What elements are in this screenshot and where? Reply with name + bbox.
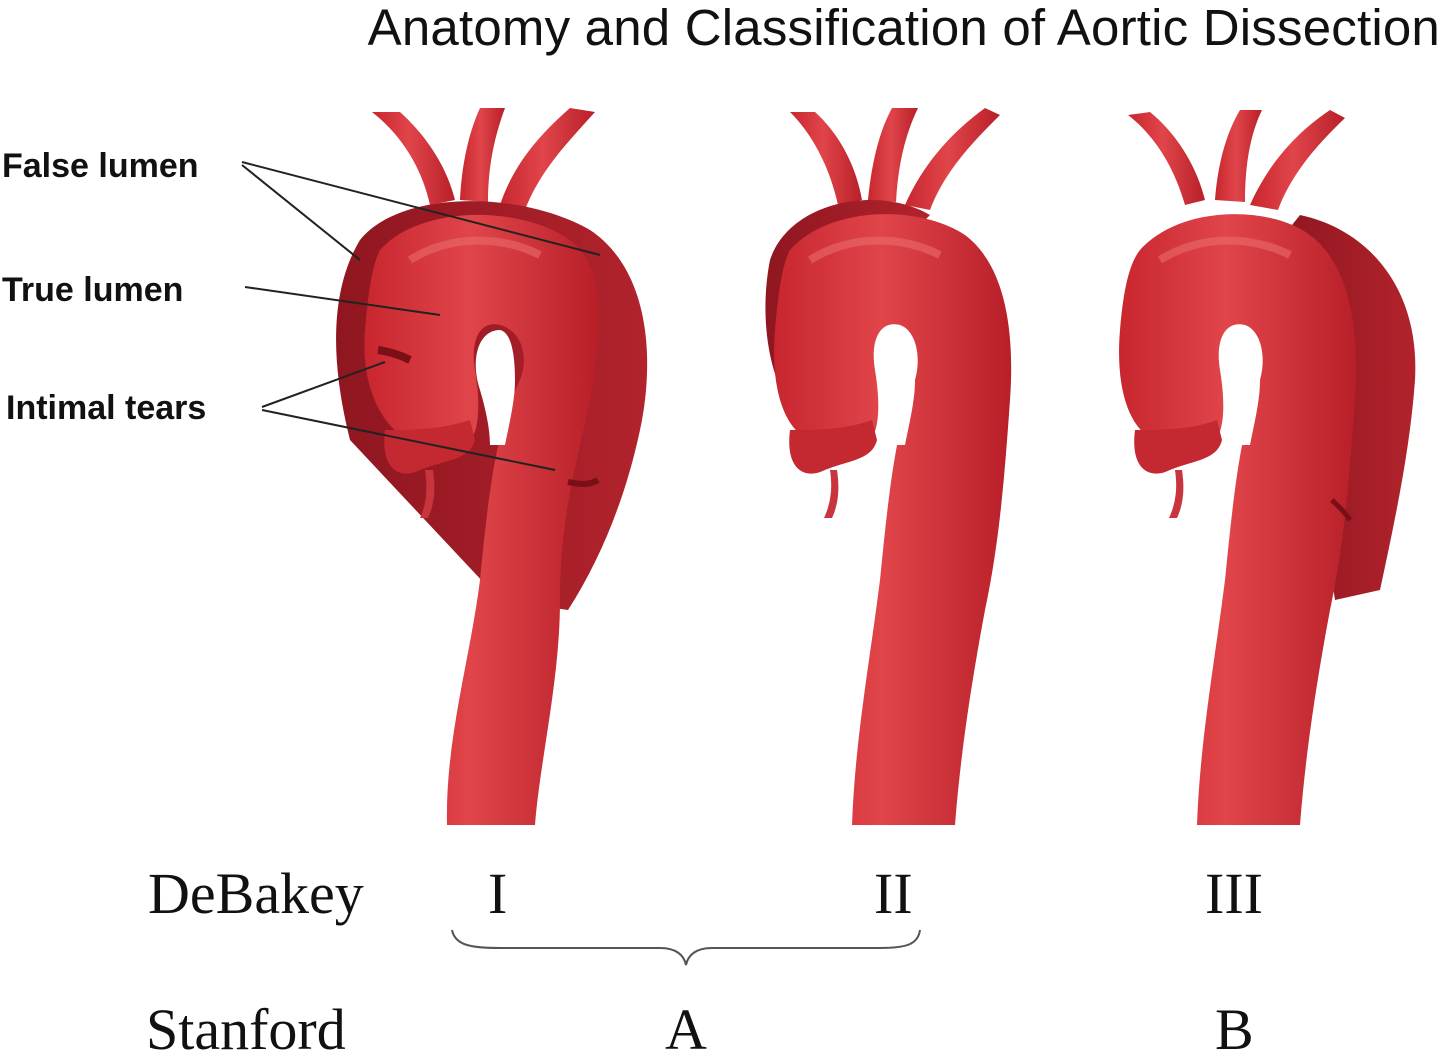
stanford-type-a: A	[665, 997, 707, 1062]
stanford-a-brace	[451, 929, 921, 966]
aorta-type-3	[1119, 110, 1416, 825]
callout-false-lumen: False lumen	[2, 147, 199, 185]
stanford-label: Stanford	[146, 997, 346, 1062]
debakey-label: DeBakey	[148, 861, 364, 926]
aorta-type-2	[765, 108, 1012, 825]
diagram-title: Anatomy and Classification of Aortic Dis…	[367, 0, 1440, 56]
callout-true-lumen: True lumen	[2, 271, 184, 309]
debakey-type-3: III	[1205, 861, 1263, 926]
true-lumen-line	[244, 286, 441, 316]
stanford-type-b: B	[1215, 997, 1254, 1062]
aorta-type-1	[336, 108, 648, 825]
false-lumen-line-right	[241, 161, 601, 256]
intimal-tears-line-lower	[261, 409, 556, 471]
debakey-type-1: I	[488, 861, 508, 926]
callout-lines	[241, 161, 601, 471]
intimal-tears-line-upper	[261, 361, 386, 408]
debakey-type-2: II	[874, 861, 913, 926]
callout-intimal-tears: Intimal tears	[6, 389, 207, 427]
false-lumen-line-left	[241, 164, 361, 261]
